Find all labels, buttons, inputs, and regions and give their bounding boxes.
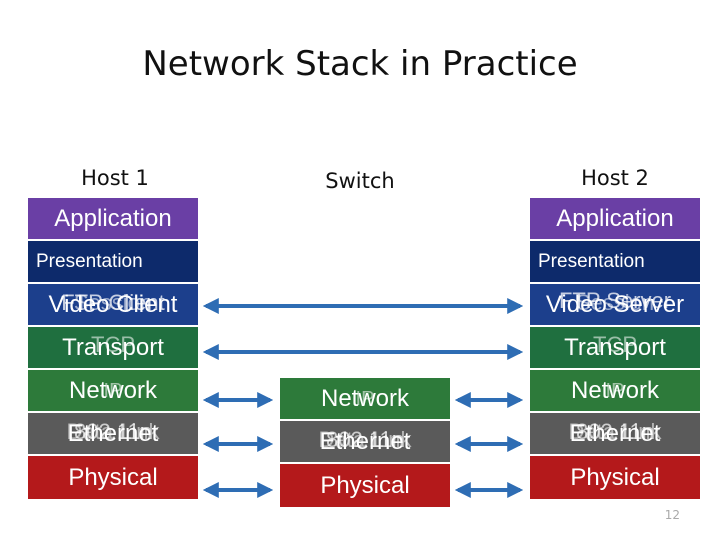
host2-ftp-server-label: FTP Server	[558, 288, 672, 313]
host2-application-label: Application	[556, 204, 674, 232]
switch-physical-layer: Physical	[280, 464, 450, 507]
host1-tcp-label: TCP	[91, 332, 135, 357]
host2-application-layer: Application	[530, 198, 700, 241]
host1-session-layer: Session FTP Client Video Client	[28, 284, 198, 327]
host1-transport-layer: TCP Transport	[28, 327, 198, 370]
switch-ip-label: IP	[355, 388, 375, 410]
host1-datalink-layer: Data Link 802.11n Ethernet	[28, 413, 198, 456]
host2-transport-label: Transport	[564, 333, 666, 361]
switch-datalink-layer: Data Link 802.11n Ethernet	[280, 421, 450, 464]
switch-network-label: Network	[320, 384, 410, 412]
host2-physical-label: Physical	[570, 463, 660, 491]
host2-video-server-label: Video Server	[545, 290, 685, 318]
host2-ip-label: IP	[605, 380, 625, 402]
switch-stack: IP Network Data Link 802.11n Ethernet Ph…	[280, 378, 450, 507]
switch-80211n-label: 802.11n	[326, 427, 404, 452]
switch-datalink-label: Data Link	[318, 427, 412, 452]
host2-network-layer: IP Network	[530, 370, 700, 413]
host1-network-layer: IP Network	[28, 370, 198, 413]
host1-datalink-label: Data Link	[66, 419, 160, 444]
host2-physical-layer: Physical	[530, 456, 700, 499]
host2-presentation-layer: Presentation	[530, 241, 700, 284]
host2-presentation-label: Presentation	[538, 250, 645, 272]
page-number: 12	[664, 508, 680, 522]
host2-network-label: Network	[570, 376, 660, 404]
switch-ethernet-label: Ethernet	[319, 427, 411, 455]
host2-session-layer: Session FTP Server Video Server	[530, 284, 700, 327]
host1-application-layer: Application	[28, 198, 198, 241]
host1-label: Host 1	[81, 166, 149, 190]
host1-physical-layer: Physical	[28, 456, 198, 499]
switch-label: Switch	[325, 169, 395, 193]
host1-video-client-label: Video Client	[48, 290, 178, 318]
host1-ftp-client-label: FTP Client	[61, 290, 165, 315]
host1-presentation-label: Presentation	[36, 250, 143, 272]
host1-80211n-label: 802.11n	[74, 419, 152, 444]
host1-physical-label: Physical	[68, 463, 158, 491]
host2-datalink-label: Data Link	[568, 419, 662, 444]
host1-ethernet-label: Ethernet	[67, 419, 159, 447]
host2-tcp-label: TCP	[593, 332, 637, 357]
host1-session-label: Session	[73, 290, 153, 315]
host2-label: Host 2	[581, 166, 649, 190]
host2-session-label: Session	[575, 290, 655, 315]
host2-datalink-layer: Data Link 802.11n Ethernet	[530, 413, 700, 456]
slide-title: Network Stack in Practice	[142, 44, 578, 84]
host1-transport-label: Transport	[62, 333, 164, 361]
switch-network-layer: IP Network	[280, 378, 450, 421]
host1-presentation-layer: Presentation	[28, 241, 198, 284]
host2-80211n-label: 802.11n	[576, 419, 654, 444]
host1-application-label: Application	[54, 204, 172, 232]
switch-physical-label: Physical	[320, 471, 410, 499]
host1-ip-label: IP	[103, 380, 123, 402]
host1-network-label: Network	[68, 376, 158, 404]
host2-stack: Application Presentation Session FTP Ser…	[530, 198, 700, 499]
host1-stack: Application Presentation Session FTP Cli…	[28, 198, 198, 499]
host2-transport-layer: TCP Transport	[530, 327, 700, 370]
host2-ethernet-label: Ethernet	[569, 419, 661, 447]
